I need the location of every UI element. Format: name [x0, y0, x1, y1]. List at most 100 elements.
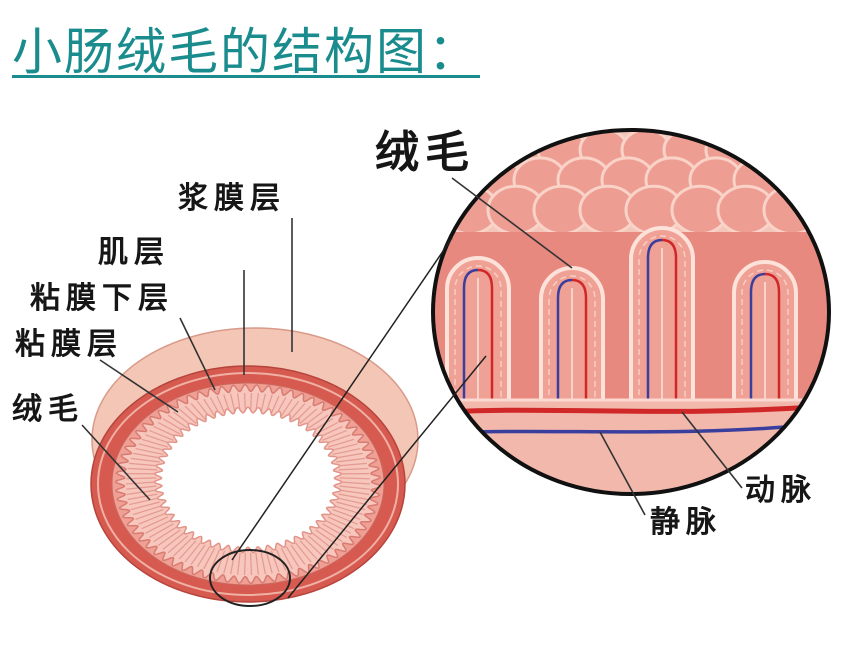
villus-fold — [125, 481, 157, 485]
villus-fold — [325, 434, 351, 445]
villus-fold — [280, 398, 293, 417]
villus-fold — [337, 462, 367, 467]
villus-fold — [334, 452, 363, 459]
villus-fold — [135, 509, 164, 520]
villus-tip-background — [746, 130, 798, 172]
villus-fold — [141, 438, 169, 448]
label-vein: 静脉 — [650, 505, 722, 540]
capillary-venous — [556, 278, 573, 430]
label-serosa: 浆膜层 — [178, 181, 286, 216]
magnified-area-marker — [209, 549, 291, 607]
villus-fold — [184, 542, 201, 563]
villus-fold — [133, 452, 162, 459]
villus-fold — [243, 552, 246, 576]
villus-epithelium — [548, 275, 596, 405]
magnified-view-outline — [431, 128, 831, 496]
villus-fold — [127, 467, 158, 471]
villus-fold — [307, 414, 329, 429]
leader-line-vein — [599, 431, 646, 516]
villus-tip-background — [762, 184, 822, 236]
villus-fold — [178, 540, 197, 560]
villus-fold — [153, 425, 178, 438]
villus-fold — [190, 544, 206, 565]
villus-fold — [132, 505, 162, 516]
capillary-arterial — [571, 278, 588, 410]
villus-fold — [339, 477, 370, 480]
label-villi-magnified: 绒毛 — [375, 127, 475, 178]
villus-fold — [149, 523, 174, 539]
villus-fold — [339, 481, 371, 485]
villus-fold — [157, 529, 181, 546]
leader-line-mucosa — [99, 359, 179, 413]
villus-fold — [167, 414, 189, 429]
villi-magnified-view — [433, 130, 829, 494]
villus-fold — [138, 443, 166, 452]
intestinal-lumen — [153, 406, 343, 554]
intestine-cross-section — [90, 327, 419, 607]
villus-fold — [307, 535, 329, 554]
capillary-venous — [646, 238, 663, 430]
villus-fold — [330, 443, 358, 452]
capillary-arterial — [764, 272, 781, 410]
villus-fold — [243, 392, 246, 412]
villus-fold — [299, 408, 318, 424]
villus-fold — [337, 497, 367, 506]
villus-fold — [265, 551, 273, 574]
villus-fold — [303, 537, 323, 557]
villus-fold — [209, 549, 221, 571]
capillary-arterial — [477, 268, 494, 410]
serosa-interface-line — [97, 372, 399, 596]
villus-fold — [322, 429, 347, 441]
label-villi-cross-section: 绒毛 — [12, 392, 84, 427]
villus-fold — [332, 448, 361, 455]
villus-fold — [216, 550, 226, 573]
leader-line-artery — [681, 411, 743, 489]
capillary-venous — [462, 268, 479, 430]
villus-fold — [338, 467, 369, 471]
villus-fold — [167, 535, 189, 554]
villus-fold — [162, 532, 185, 550]
villus-fold — [260, 552, 266, 575]
villus-fold — [196, 546, 211, 568]
villus-tip-background — [788, 130, 829, 172]
villus-fold — [153, 526, 178, 543]
villus-fold — [141, 516, 169, 530]
villus-fold — [190, 403, 206, 420]
villus-fold — [203, 398, 216, 417]
zoom-line-upper — [231, 237, 453, 561]
label-artery: 动脉 — [745, 473, 817, 508]
villus-fold — [325, 519, 351, 534]
zoom-line-lower — [287, 355, 487, 599]
villus-fold — [255, 552, 259, 575]
villus-fold — [173, 537, 193, 557]
villus-fold — [299, 540, 318, 560]
villus-fold — [145, 519, 171, 534]
villus-epithelium — [454, 265, 502, 405]
villus-fold — [138, 512, 166, 525]
villus-fold — [290, 403, 306, 420]
vein-vessel — [439, 422, 821, 435]
artery-vessel — [433, 403, 829, 416]
villus-fold — [230, 393, 236, 412]
villus-fold — [145, 434, 171, 445]
villus-fold — [270, 395, 280, 414]
villus-fold — [336, 501, 366, 511]
villus-fold — [157, 421, 181, 435]
villus-fold — [260, 393, 266, 412]
villus-fold — [318, 425, 343, 438]
label-mucosa: 粘膜层 — [15, 327, 123, 362]
leader-line-villi-magnified — [451, 177, 573, 269]
villus-fold — [129, 497, 159, 506]
villus-fold — [126, 489, 157, 495]
villus-fold — [178, 408, 197, 424]
villus-fold — [290, 544, 306, 565]
label-muscularis: 肌层 — [98, 235, 170, 270]
villus-epithelium — [638, 235, 686, 405]
villus-fold — [315, 529, 339, 546]
leader-line-villi-left — [81, 424, 151, 501]
villus-fold — [203, 547, 216, 570]
villus-fold — [285, 546, 300, 568]
villus-fold — [338, 493, 369, 501]
